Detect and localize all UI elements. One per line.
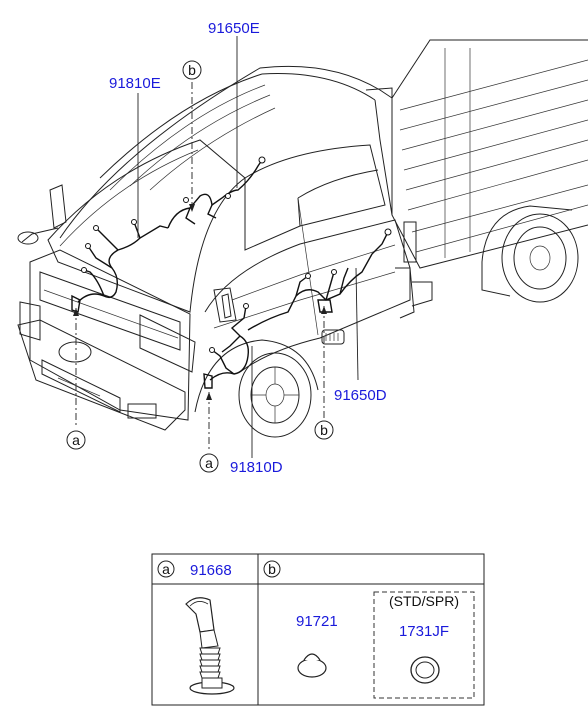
callout-91810E: 91810E [109, 75, 161, 92]
table-header-b: b [263, 560, 281, 578]
parts-table: a 91668 b 91721 [151, 553, 485, 706]
table-header-a: a 91668 [157, 560, 232, 579]
svg-text:b: b [268, 561, 276, 577]
part-number-91721: 91721 [296, 613, 338, 630]
callout-91650D: 91650D [334, 387, 387, 404]
harness-91650D-path [247, 231, 389, 331]
harness-wires [71, 156, 392, 389]
svg-text:a: a [72, 432, 80, 448]
grommet-91668-illustration [185, 597, 235, 695]
reference-lines [73, 82, 327, 452]
ref-circle-b-bottom: b [314, 420, 334, 440]
callout-91650E: 91650E [208, 20, 260, 37]
svg-text:b: b [188, 62, 196, 78]
plug-91721-illustration [297, 653, 327, 678]
callout-91810D: 91810D [230, 459, 283, 476]
part-number-1731JF: 1731JF [399, 623, 449, 640]
option-box: (STD/SPR) 1731JF [373, 591, 475, 699]
svg-text:b: b [320, 422, 328, 438]
ref-circle-a-bottom: a [199, 453, 219, 473]
seal-1731JF-illustration [410, 656, 440, 684]
ref-circle-b-top: b [182, 60, 202, 80]
part-number-91668: 91668 [190, 562, 232, 579]
harness-91650E-path [167, 159, 263, 229]
svg-text:a: a [162, 561, 170, 577]
leader-lines [137, 36, 359, 458]
truck-illustration [17, 39, 588, 438]
svg-text:a: a [205, 455, 213, 471]
ref-circle-a-left: a [66, 430, 86, 450]
option-label: (STD/SPR) [389, 593, 459, 609]
harness-91810D-path [209, 305, 250, 381]
